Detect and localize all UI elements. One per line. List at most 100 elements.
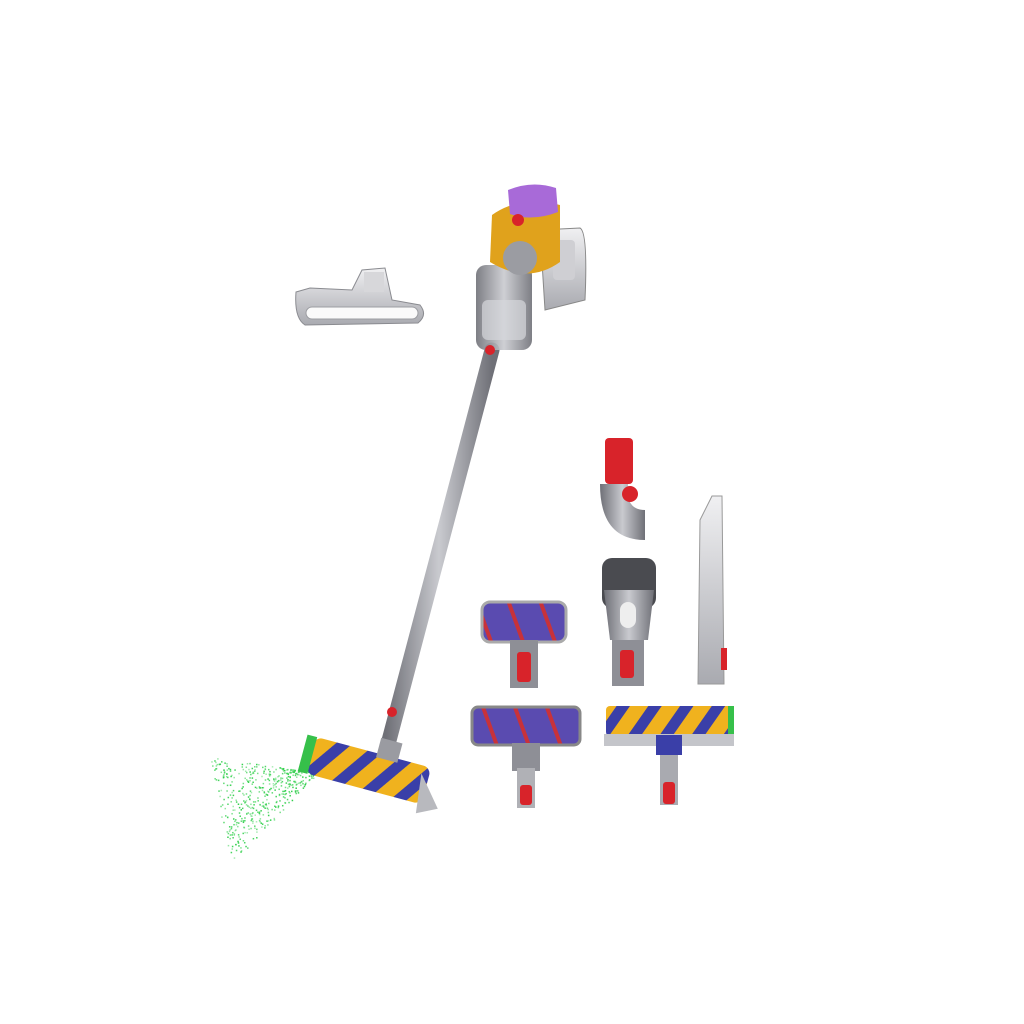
laser-dust-particle <box>249 762 251 765</box>
laser-dust-particle <box>216 763 219 766</box>
laser-dust-particle <box>231 781 233 783</box>
laser-dust-particle <box>240 847 242 849</box>
laser-dust-particle <box>268 773 271 775</box>
laser-dust-particle <box>257 797 259 799</box>
laser-dust-particle <box>228 830 231 833</box>
laser-dust-particle <box>287 783 290 786</box>
laser-dust-particle <box>223 772 226 774</box>
laser-dust-particle <box>282 770 285 772</box>
laser-dust-particle <box>244 770 247 773</box>
vacuum-wand <box>378 342 500 760</box>
laser-dust-particle <box>287 773 290 775</box>
laser-dust-particle <box>233 834 236 836</box>
laser-dust-particle <box>238 836 240 838</box>
laser-dust-particle <box>289 783 291 786</box>
laser-dust-particle <box>249 777 251 779</box>
laser-dust-particle <box>237 842 240 844</box>
laser-dust-particle <box>256 837 258 839</box>
laser-dust-particle <box>261 805 264 807</box>
laser-dust-particle <box>243 800 245 802</box>
laser-dust-particle <box>258 787 261 789</box>
laser-dust-particle <box>308 775 311 777</box>
laser-dust-particle <box>214 777 216 780</box>
laser-dust-particle <box>252 812 254 814</box>
laser-dust-particle <box>266 794 269 796</box>
laser-dust-particle <box>287 768 289 771</box>
laser-dust-particle <box>274 789 276 791</box>
laser-dust-particle <box>273 778 275 780</box>
laser-dust-particle <box>267 808 269 811</box>
laser-dust-particle <box>278 788 280 791</box>
laser-dust-particle <box>229 768 232 771</box>
laser-dust-particle <box>247 847 249 849</box>
laser-dust-particle <box>252 807 255 810</box>
laser-dust-particle <box>264 779 267 781</box>
laser-dust-particle <box>242 832 244 835</box>
laser-dust-particle <box>257 800 259 802</box>
laser-dust-particle <box>254 770 256 772</box>
laser-dust-particle <box>282 768 285 771</box>
laser-dust-particle <box>226 790 228 792</box>
laser-dust-particle <box>310 775 313 777</box>
laser-dust-particle <box>226 765 228 767</box>
laser-dust-particle <box>273 771 275 773</box>
laser-dust-particle <box>241 787 243 790</box>
laser-dust-particle <box>251 806 254 809</box>
laser-dust-particle <box>268 768 270 771</box>
laser-dust-particle <box>284 769 286 772</box>
laser-dust-particle <box>231 845 234 848</box>
laser-dust-particle <box>281 768 283 770</box>
laser-dust-particle <box>264 807 266 809</box>
laser-dust-particle <box>276 800 278 803</box>
laser-dust-particle <box>223 782 225 785</box>
laser-dust-particle <box>232 789 235 792</box>
laser-dust-particle <box>277 806 280 809</box>
laser-dust-particle <box>250 803 252 806</box>
laser-dust-particle <box>287 779 289 781</box>
laser-dust-particle <box>254 825 256 827</box>
laser-dust-particle <box>267 778 269 780</box>
laser-dust-particle <box>267 824 269 826</box>
laser-dust-particle <box>261 823 264 825</box>
laser-dust-particle <box>254 814 256 816</box>
laser-dust-particle <box>308 779 311 781</box>
laser-dust-particle <box>273 780 276 783</box>
laser-dust-particle <box>219 763 222 765</box>
laser-dust-particle <box>249 794 251 797</box>
laser-dust-particle <box>292 771 294 773</box>
laser-dust-particle <box>226 831 228 833</box>
laser-dust-particle <box>281 804 284 807</box>
laser-dust-particle <box>263 791 265 793</box>
laser-dust-particle <box>229 784 232 787</box>
laser-dust-particle <box>240 820 243 822</box>
laser-dust-particle <box>249 813 252 815</box>
laser-dust-particle <box>259 821 261 823</box>
laser-dust-particle <box>242 840 245 842</box>
laser-dust-particle <box>291 799 294 802</box>
laser-dust-particle <box>258 791 261 793</box>
laser-dust-particle <box>305 782 307 785</box>
laser-dust-particle <box>232 809 234 811</box>
laser-dust-particle <box>238 806 241 809</box>
laser-dust-particle <box>275 768 277 771</box>
laser-dust-particle <box>261 826 263 828</box>
laser-dust-particle <box>289 779 291 782</box>
laser-dust-particle <box>260 822 263 824</box>
laser-dust-particle <box>278 775 280 777</box>
laser-dust-particle <box>295 787 297 789</box>
laser-dust-particle <box>224 762 226 764</box>
laser-dust-particle <box>268 783 271 785</box>
laser-dust-particle <box>230 851 233 854</box>
laser-dust-particle <box>242 820 245 822</box>
laser-dust-particle <box>245 799 248 802</box>
laser-dust-particle <box>284 802 287 804</box>
laser-dust-particle <box>287 787 289 789</box>
laser-dust-particle <box>241 817 243 820</box>
laser-dust-particle <box>294 790 297 792</box>
laser-dust-particle <box>265 803 268 805</box>
laser-dust-particle <box>233 833 236 835</box>
laser-dust-particle <box>269 819 272 821</box>
laser-dust-particle <box>254 766 256 768</box>
laser-dust-particle <box>272 787 275 789</box>
laser-dust-particle <box>289 782 291 785</box>
